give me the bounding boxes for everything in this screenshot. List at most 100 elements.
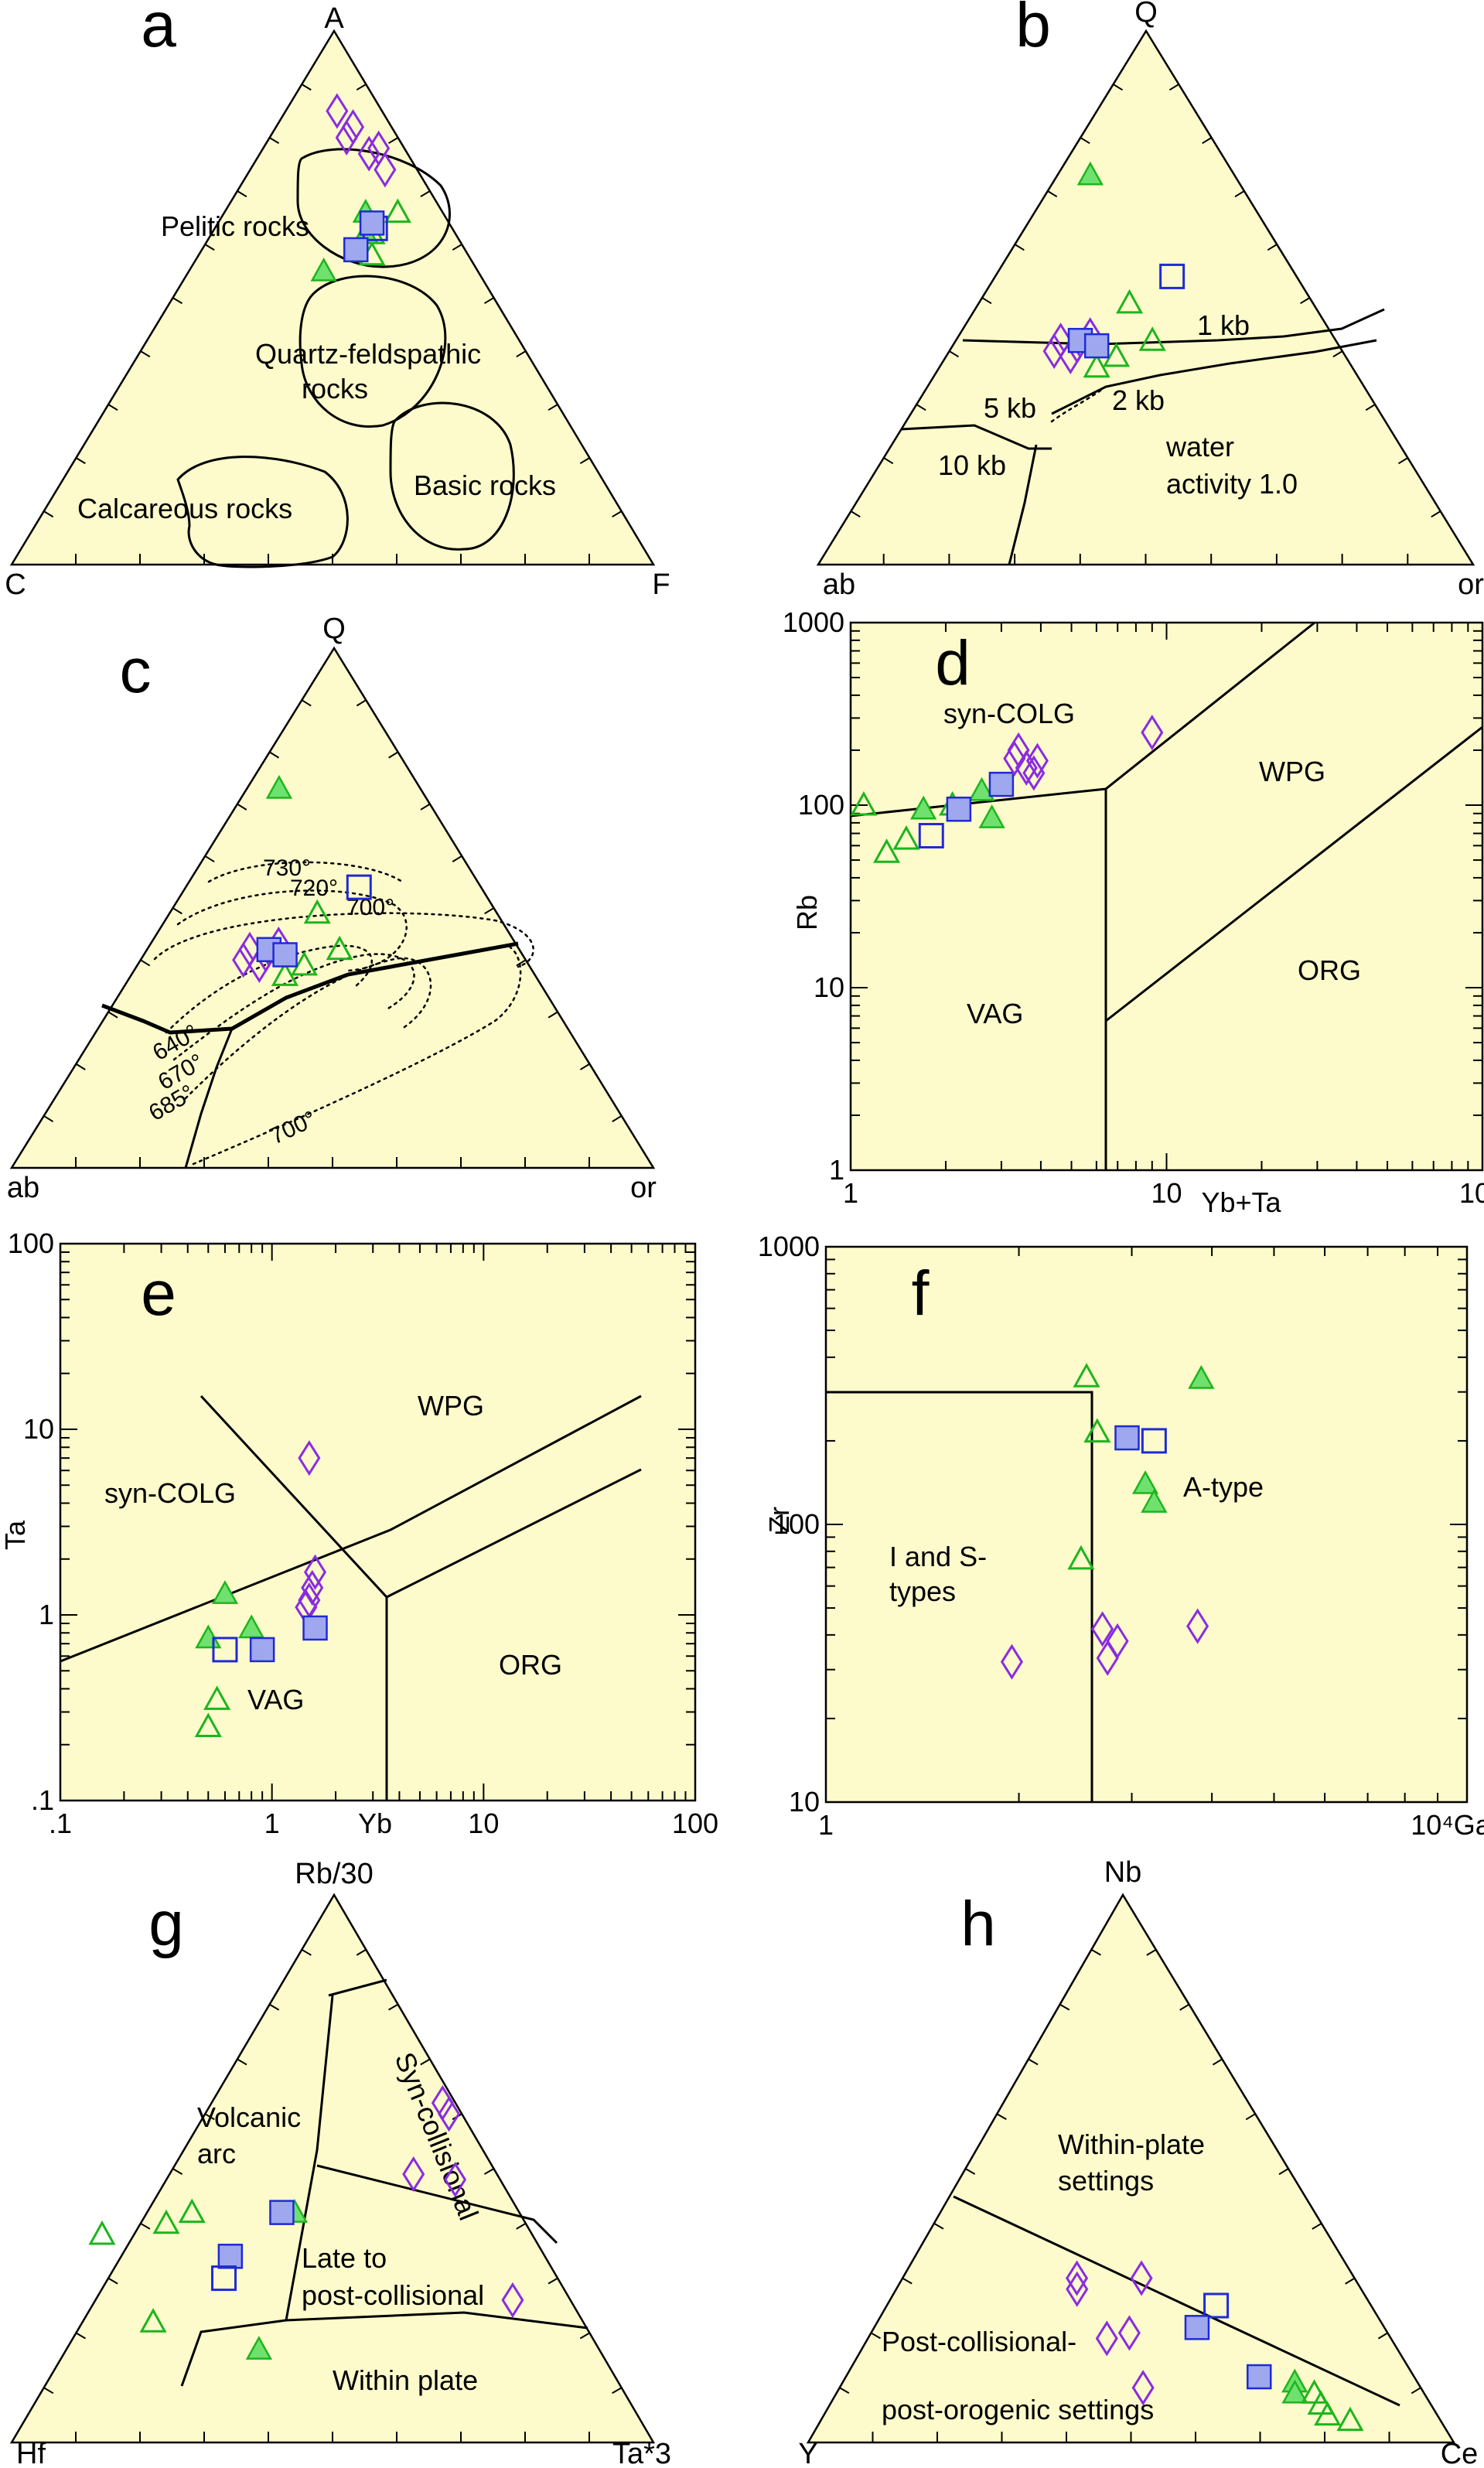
diamond-open-point [1025,742,1049,779]
ylabel-e: Ta [0,1520,31,1550]
label-arc: arc [197,2138,236,2169]
ternary-a-ticks [43,84,623,565]
apex-h-left: Y [798,2438,817,2468]
ylabel-d: Rb [791,895,823,930]
field-calcareous [176,456,349,568]
diamond-open-point [1003,740,1026,777]
x-tick-label: 10 [1151,1177,1182,1209]
line-10kb [900,424,1052,450]
diamond-open-point [1091,1611,1114,1647]
ternary-tick [1168,84,1179,91]
apex-a-left: C [5,568,26,601]
apex-b-top: Q [1134,0,1158,29]
diamond-open-point [438,2096,461,2132]
y-tick-label: 1000 [758,1231,820,1262]
ternary-tick [204,2113,215,2121]
x-tick-label: 1 [264,1807,280,1839]
ternary-b-ticks [850,84,1441,565]
label-org-d: ORG [1298,954,1361,986]
line-5kb [1051,339,1377,415]
triangle-filled-point [245,2336,273,2360]
diamond-open-point [298,1440,321,1476]
ternary-tick [548,404,558,411]
apex-b-right: or [1458,568,1484,601]
ternary-tick [1397,457,1408,465]
diamond-open-point [1022,755,1046,791]
ternary-tick [949,350,960,358]
triangle-filled-point [1281,2379,1308,2404]
ternary-tick [1179,2003,1190,2011]
ternary-tick [452,244,462,251]
ternary-tick [933,2222,944,2230]
diamond-open-point [501,2282,524,2318]
label-pelitic: Pelitic rocks [161,210,309,242]
triangle-open-point [1314,2401,1342,2426]
diamond-open-point [374,152,397,188]
isotherm-670 [172,953,415,1061]
triangle-filled-point [1188,1364,1215,1389]
triangle-open-point [384,198,411,224]
square-open-point [212,1637,238,1663]
x-tick-label: 1 [818,1809,834,1841]
apex-g-right: Ta*3 [612,2438,671,2468]
y-tick-label: 100 [798,789,844,821]
label-1kb: 1 kb [1197,309,1250,341]
diamond-open-point [1042,333,1066,370]
plot-f-area [824,1245,1469,1804]
square-filled-point [249,1637,275,1663]
ternary-tick [1267,244,1278,251]
diamond-open-point [1095,2320,1118,2357]
square-filled-point [946,797,972,822]
label-2kb: 2 kb [1112,384,1165,416]
label-a-type: A-type [1183,1471,1264,1503]
plot-d-marks [850,715,1164,863]
ternary-tick [1278,2168,1289,2176]
ternary-tick [107,404,118,411]
ternary-tick [75,1063,86,1070]
label-is-types-2: types [889,1575,956,1607]
ternary-tick [612,510,623,518]
y-tick-label: .1 [31,1784,54,1816]
ternary-tick [579,457,590,465]
triangle-open-point [326,935,353,961]
ternary-tick [420,803,431,811]
ternary-tick [1212,2058,1223,2066]
ternary-tick [1234,190,1245,198]
ternary-tick [269,2003,280,2011]
triangle-open-point [178,2198,206,2224]
label-settings-h: settings [1058,2165,1154,2197]
ternary-tick [75,457,86,465]
ternary-tick [204,244,215,251]
apex-a-top: A [324,2,344,35]
plot-f-marks [1000,1363,1215,1680]
diamond-open-point [1117,2315,1141,2351]
ternary-tick [1411,2387,1421,2395]
ternary-tick [237,2058,247,2066]
square-open-point [211,2265,237,2292]
diamond-open-point [1000,1644,1023,1680]
label-quartz-feldspathic: Quartz-feldspathic [255,338,481,370]
boundary-f [826,1391,1093,1802]
diamond-open-point [335,119,358,156]
panel-c: Q ab or 730° 720° 700° 640° 670° 685° 70… [7,613,657,1204]
diamond-open-point [1066,2260,1089,2296]
panel-label-g: g [148,1889,184,1959]
ternary-c-area [9,646,656,1169]
triangle-open-point [1116,288,1144,314]
triangle-open-point [194,1712,222,1737]
square-filled-point [1184,2315,1210,2340]
diamond-open-point [444,2162,467,2198]
ternary-tick [43,1115,54,1123]
square-filled-point [269,2200,295,2225]
ternary-b-area [816,29,1475,566]
isotherm-700-lower [192,946,522,1166]
ternary-tick [75,2332,86,2340]
x-tick-label: 1 [843,1177,858,1209]
ternary-tick [420,190,431,198]
field-quartz-feldspathic [299,275,447,428]
triangle-open-point [872,838,901,863]
square-open-point [346,874,372,900]
square-filled-point [359,210,385,236]
panel-b: Q ab or 1 kb 2 kb 5 kb 10 kb water activ… [816,0,1484,601]
